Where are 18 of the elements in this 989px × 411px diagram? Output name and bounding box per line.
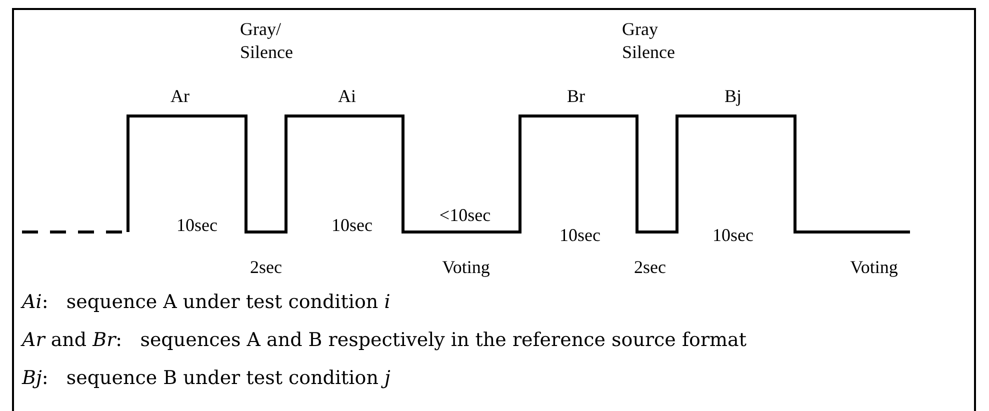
- segment-label: Ar: [170, 85, 190, 108]
- duration-label: 10sec: [712, 224, 754, 247]
- segment-label: Br: [567, 85, 585, 108]
- duration-label: 10sec: [332, 214, 372, 237]
- phase-label: Voting: [850, 256, 898, 279]
- segment-label: Ai: [338, 85, 356, 108]
- signal-label: Gray/ Silence: [240, 18, 294, 64]
- definition-text: Bj: sequence B under test condition j: [22, 367, 390, 390]
- definition-text: Ai: sequence A under test condition i: [22, 291, 390, 314]
- duration-label: 10sec: [176, 214, 218, 237]
- duration-label: 2sec: [250, 256, 282, 279]
- duration-label: <10sec: [439, 204, 491, 227]
- duration-label: 10sec: [560, 224, 600, 247]
- signal-label: Gray Silence: [622, 18, 676, 64]
- duration-label: 2sec: [634, 256, 666, 279]
- definition-text: Ar and Br: sequences A and B respectively in the reference source format: [22, 329, 747, 352]
- segment-label: Bj: [724, 85, 742, 108]
- phase-label: Voting: [442, 256, 490, 279]
